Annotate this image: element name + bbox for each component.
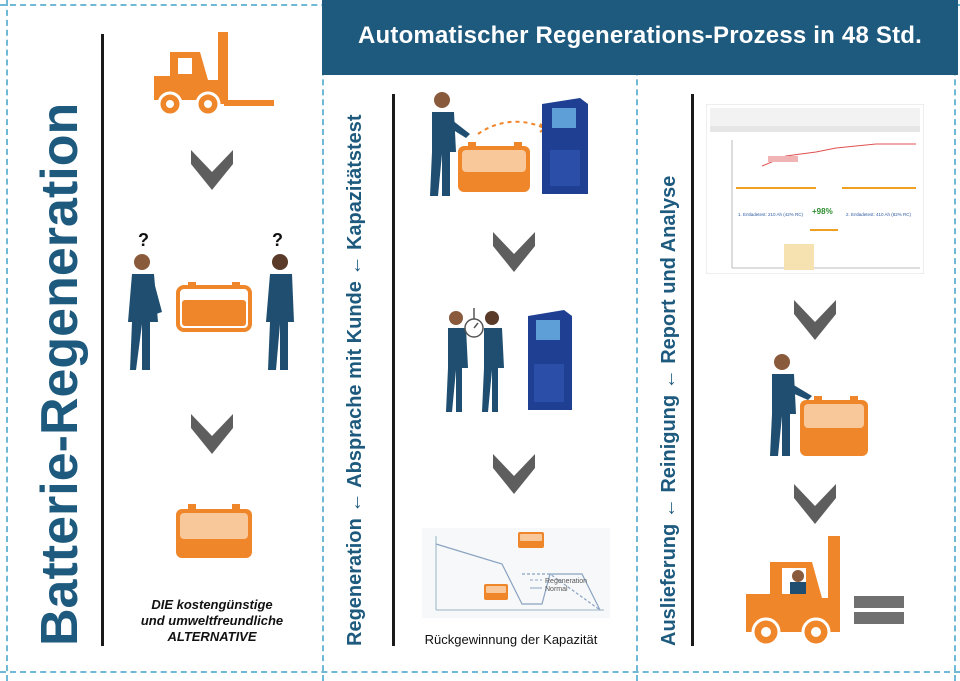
tagline-line-2: und umweltfreundliche xyxy=(140,613,284,628)
capacity-recovery-chart: Regeneration Normal xyxy=(422,528,610,618)
cleaning-scene xyxy=(770,354,868,456)
battery-icon xyxy=(176,504,252,558)
left-dashed-border xyxy=(6,0,8,681)
chevron-down-icon xyxy=(493,232,535,272)
right-dashed-border xyxy=(954,0,956,681)
normal-series-line xyxy=(435,543,601,611)
delivery-forklift-icon xyxy=(746,536,904,646)
left-vertical-title: Batterie-Regeneration xyxy=(31,102,89,646)
question-mark-left: ? xyxy=(138,230,149,250)
title-banner: Automatischer Regenerations-Prozess in 4… xyxy=(322,0,958,75)
customer-consultation-scene xyxy=(446,308,572,412)
divider-left xyxy=(322,0,324,681)
right-vertical-rule xyxy=(691,94,694,646)
tagline: DIE kostengünstige und umweltfreundliche… xyxy=(110,597,314,645)
report-highlight: +98% xyxy=(812,207,833,216)
battery-outline-icon xyxy=(176,282,252,332)
right-vertical-label: Auslieferung ← Reinigung ← Report und An… xyxy=(658,175,680,646)
regeneration-series-line xyxy=(522,573,601,611)
report-label-1: 1. Entladetest: 210 Ah (42% RC) xyxy=(738,212,804,217)
left-vertical-rule xyxy=(101,34,104,646)
legend-normal: Normal xyxy=(545,586,568,593)
capacity-test-scene xyxy=(430,92,588,196)
bottom-dashed-border xyxy=(0,671,960,673)
divider-right xyxy=(636,0,638,681)
middle-vertical-rule xyxy=(392,94,395,646)
tagline-line-3: ALTERNATIVE xyxy=(167,629,257,644)
question-mark-right: ? xyxy=(272,230,283,250)
chevron-down-icon xyxy=(794,300,836,340)
banner-title: Automatischer Regenerations-Prozess in 4… xyxy=(357,22,922,49)
person-head xyxy=(434,92,450,108)
middle-vertical-label: Regeneration ← Absprache mit Kunde ← Kap… xyxy=(344,114,366,646)
middle-caption: Rückgewinnung der Kapazität xyxy=(424,632,598,647)
legend-regeneration: Regeneration xyxy=(545,578,587,585)
chevron-down-icon xyxy=(493,454,535,494)
report-label-2: 2. Entladetest: 410 Ah (82% RC) xyxy=(846,212,912,217)
analysis-report-thumbnail: +98% 1. Entladetest: 210 Ah (42% RC) 2. … xyxy=(706,104,924,274)
person-right-icon xyxy=(266,254,294,370)
chevron-down-icon xyxy=(191,414,233,454)
chevron-down-icon xyxy=(794,484,836,524)
person-left-icon xyxy=(128,254,162,370)
tagline-line-1: DIE kostengünstige xyxy=(151,597,273,612)
chevron-down-icon xyxy=(191,150,233,190)
forklift-icon xyxy=(154,32,274,116)
